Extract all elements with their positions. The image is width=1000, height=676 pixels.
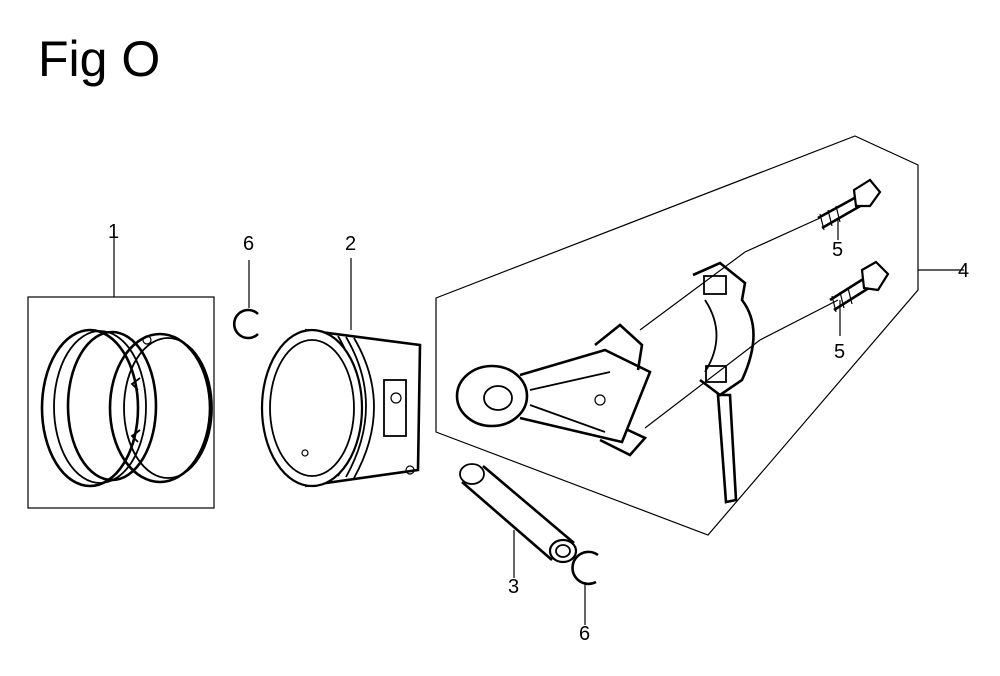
piston[interactable] [260, 258, 422, 488]
pin-clip-top[interactable] [232, 260, 259, 340]
callout-6-bottom: 6 [579, 623, 590, 645]
rod-bolt-upper[interactable] [817, 178, 882, 240]
connecting-rod-assembly[interactable] [435, 135, 964, 536]
piston-pin[interactable] [459, 463, 578, 578]
ring-set-box [27, 296, 215, 509]
rod-assy-box [435, 135, 919, 536]
piston-ring-set[interactable] [27, 233, 215, 509]
callout-5-upper: 5 [832, 239, 843, 261]
callout-5-lower: 5 [834, 341, 845, 363]
callout-6-top: 6 [243, 233, 254, 255]
callout-3: 3 [508, 576, 519, 598]
rod-bolt-lower[interactable] [829, 260, 890, 336]
callout-1: 1 [108, 221, 119, 243]
callout-4: 4 [958, 260, 969, 282]
pin-clip-bottom[interactable] [571, 550, 599, 625]
callout-2: 2 [345, 233, 356, 255]
figure-title: Fig O [38, 31, 161, 87]
